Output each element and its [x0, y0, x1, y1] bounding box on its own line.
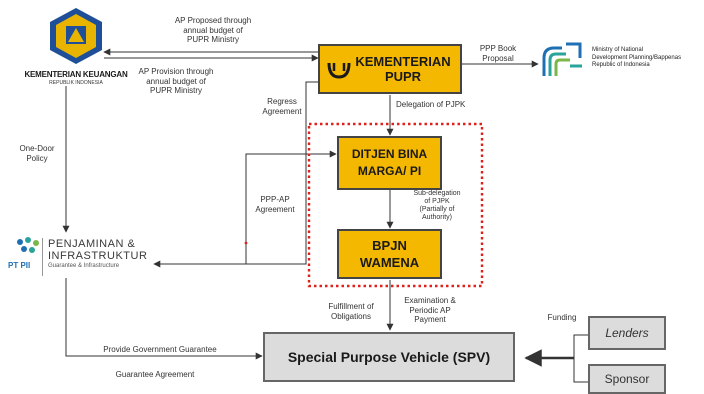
label-ap-provision: AP Provision through annual budget of PU…	[138, 67, 214, 95]
kemenkeu-node: KEMENTERIAN KEUANGAN REPUBLIK INDONESIA	[14, 6, 138, 86]
label-delegation: Delegation of PJPK	[396, 100, 466, 109]
sponsor-node: Sponsor	[588, 364, 666, 394]
ptpii-node: PT PII PENJAMINAN & INFRASTRUKTUR Guaran…	[4, 234, 154, 280]
bappenas-node: Ministry of National Development Plannin…	[540, 38, 704, 90]
bpjn-line1: BPJN	[372, 238, 407, 253]
bpjn-line2: WAMENA	[359, 255, 420, 270]
sponsor-label: Sponsor	[604, 372, 650, 386]
pupr-logo-icon	[327, 62, 351, 79]
bappenas-line1: Ministry of National	[592, 47, 644, 53]
bappenas-line3: Republic of Indonesia	[592, 62, 650, 68]
label-fulfillment: Fulfillment of Obligations	[328, 302, 374, 321]
edge-ppp-ap	[245, 150, 337, 264]
ditjen-node: DITJEN BINA MARGA/ PI	[337, 136, 442, 190]
edge-guarantee	[65, 278, 263, 360]
pupr-node: KEMENTERIAN PUPR	[318, 44, 462, 94]
spv-node: Special Purpose Vehicle (SPV)	[263, 332, 515, 382]
ptpii-logo-text: PT PII	[8, 261, 31, 270]
pupr-line2: PUPR	[384, 69, 422, 84]
label-funding: Funding	[547, 313, 577, 322]
label-ppp-ap: PPP-AP Agreement	[255, 195, 295, 214]
ditjen-line2: MARGA/ PI	[357, 164, 422, 178]
spv-label: Special Purpose Vehicle (SPV)	[287, 349, 491, 365]
authority-boundary	[307, 122, 484, 288]
lenders-node: Lenders	[588, 316, 666, 350]
lenders-label: Lenders	[605, 326, 649, 340]
edge-funding-bracket	[573, 334, 588, 383]
ditjen-line1: DITJEN BINA	[351, 147, 428, 161]
label-provide-guarantee: Provide Government Guarantee	[103, 345, 217, 354]
pupr-line1: KEMENTERIAN	[355, 54, 451, 69]
label-ppp-book: PPP Book Proposal	[479, 44, 517, 63]
label-examination: Examination & Periodic AP Payment	[404, 296, 456, 324]
kemenkeu-title: KEMENTERIAN KEUANGAN	[24, 70, 128, 79]
bpjn-node: BPJN WAMENA	[337, 229, 442, 279]
ptpii-logo-icon	[17, 237, 39, 253]
label-guarantee-agreement: Guarantee Agreement	[115, 370, 195, 379]
bappenas-line2: Development Planning/Bappenas	[592, 54, 682, 61]
ptpii-line2: INFRASTRUKTUR	[48, 250, 148, 262]
label-sub-delegation: Sub-delegation of PJPK (Partially of Aut…	[413, 190, 461, 221]
bappenas-logo-icon	[542, 42, 582, 76]
label-ap-proposed: AP Proposed through annual budget of PUP…	[174, 16, 252, 44]
ptpii-line1: PENJAMINAN &	[48, 238, 136, 250]
kemenkeu-subtitle: REPUBLIK INDONESIA	[49, 80, 103, 86]
label-one-door: One-Door Policy	[19, 144, 55, 163]
ptpii-line3: Guarantee & Infrastructure	[48, 263, 120, 269]
label-regress: Regress Agreement	[262, 97, 302, 116]
edge-regress	[153, 81, 318, 268]
kemenkeu-emblem-icon	[50, 8, 102, 64]
